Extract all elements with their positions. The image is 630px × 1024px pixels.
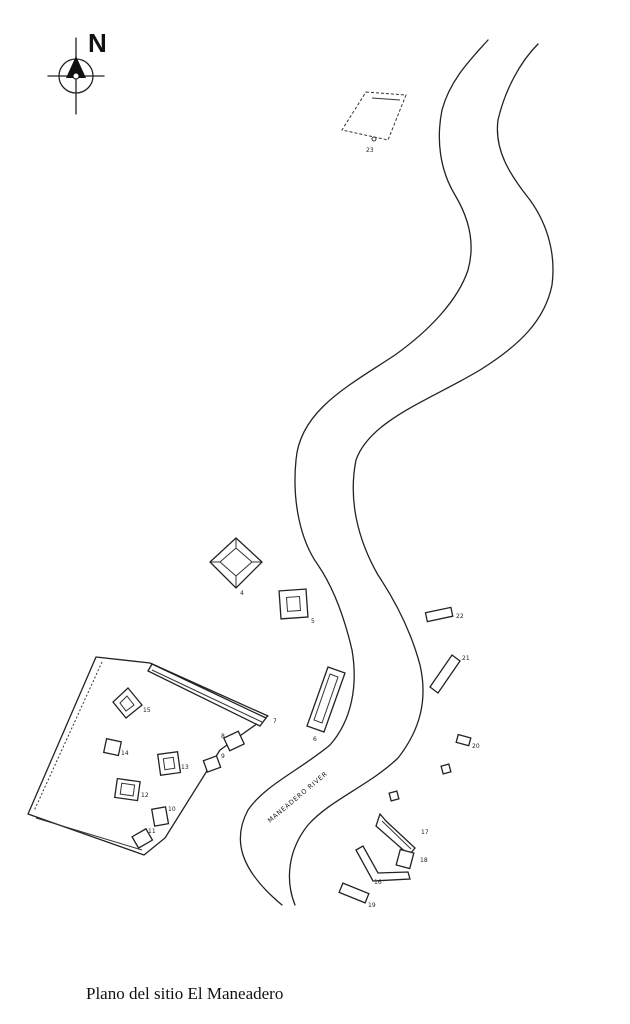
svg-text:14: 14 — [121, 750, 129, 757]
svg-text:6: 6 — [313, 736, 317, 743]
svg-text:5: 5 — [311, 618, 315, 625]
structure-17: 16 — [355, 845, 411, 886]
svg-text:9: 9 — [221, 753, 225, 760]
structure-19: 18 — [395, 848, 428, 870]
structure-unnumbered-b — [388, 790, 400, 802]
structure-13: 13 — [156, 750, 189, 777]
north-arrow-icon: N — [47, 28, 107, 115]
structure-14: 14 — [102, 737, 129, 757]
svg-text:20: 20 — [472, 743, 480, 750]
structure-16: 19 — [338, 882, 376, 909]
svg-text:7: 7 — [273, 718, 277, 725]
river-bank-east — [288, 43, 554, 906]
north-label: N — [88, 28, 107, 58]
svg-text:15: 15 — [143, 707, 151, 714]
svg-text:23: 23 — [366, 147, 374, 154]
map-caption: Plano del sitio El Maneadero — [86, 984, 284, 1003]
structure-20: 20 — [455, 733, 480, 750]
svg-text:11: 11 — [148, 828, 156, 835]
svg-text:18: 18 — [420, 857, 428, 864]
svg-text:17: 17 — [421, 829, 429, 836]
structure-11: 11 — [131, 827, 156, 849]
structure-5: 5 — [278, 588, 315, 625]
structure-12: 12 — [113, 777, 149, 802]
structure-9: 9 — [202, 753, 225, 773]
structure-10: 10 — [150, 806, 176, 827]
plaza-enclosure: 7 — [27, 656, 277, 856]
svg-text:4: 4 — [240, 590, 244, 597]
svg-text:8: 8 — [221, 733, 225, 740]
svg-text:19: 19 — [368, 902, 376, 909]
river-label: MANEADERO RIVER — [266, 770, 329, 825]
structure-6: 6 — [306, 666, 346, 743]
structure-unnumbered-a — [440, 763, 452, 775]
structure-22: 22 — [424, 606, 464, 623]
svg-text:12: 12 — [141, 792, 149, 799]
svg-text:16: 16 — [374, 879, 382, 886]
river-bank-west — [239, 39, 489, 906]
structure-15: 15 — [112, 687, 151, 719]
structure-4: 4 — [209, 537, 263, 597]
svg-text:22: 22 — [456, 613, 464, 620]
structure-23: 23 — [341, 91, 407, 154]
structure-8: 8 — [221, 730, 246, 752]
svg-text:21: 21 — [462, 655, 470, 662]
structure-21: 21 — [429, 654, 470, 694]
svg-text:13: 13 — [181, 764, 189, 771]
svg-text:10: 10 — [168, 806, 176, 813]
structure-18: 17 — [375, 812, 429, 856]
